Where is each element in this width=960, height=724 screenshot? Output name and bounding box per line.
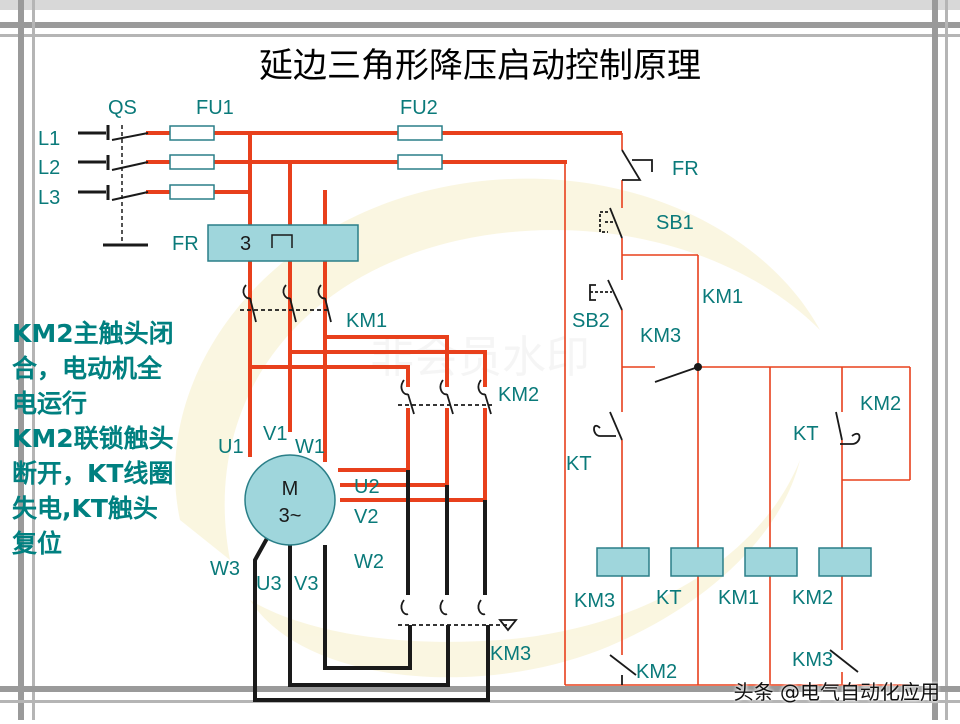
page-title: 延边三角形降压启动控制原理: [259, 46, 701, 86]
explanation-note: KM2主触头闭 合，电动机全 电运行 KM2联锁触头 断开，KT线圈 失电,KT…: [12, 316, 232, 561]
label-km1-aux: KM1: [702, 286, 743, 308]
source-credit: 头条 @电气自动化应用: [733, 680, 940, 704]
label-km2-main: KM2: [498, 384, 539, 406]
fuse-fu1-l1: [169, 125, 215, 141]
label-sb1: SB1: [656, 212, 694, 234]
fr-thermal-relay: [207, 224, 359, 262]
label-u2: U2: [354, 476, 380, 498]
power-circuit: [146, 131, 622, 502]
label-motor: M: [282, 478, 299, 500]
label-w3: W3: [210, 558, 240, 580]
qs-switch: [78, 125, 149, 247]
label-coil-kt: KT: [656, 587, 682, 609]
label-v2: V2: [354, 506, 378, 528]
label-coil-km3: KM3: [574, 590, 615, 612]
label-w2: W2: [354, 551, 384, 573]
label-v3: V3: [294, 573, 318, 595]
label-u3: U3: [256, 573, 282, 595]
note-line: 复位: [12, 529, 63, 558]
label-u1: U1: [218, 436, 244, 458]
coils: [596, 547, 872, 577]
label-coil-km2: KM2: [792, 587, 833, 609]
label-l3: L3: [38, 187, 60, 209]
coil-km2: [818, 547, 872, 577]
label-v1: V1: [263, 423, 287, 445]
junction-dot: [694, 363, 702, 371]
watermark-text: 非会员水印: [370, 333, 590, 382]
label-l1: L1: [38, 128, 60, 150]
label-qs: QS: [108, 97, 137, 119]
label-l2: L2: [38, 157, 60, 179]
label-fu1: FU1: [196, 97, 234, 119]
fuse-fu2-1: [397, 125, 443, 141]
note-line: 断开，KT线圈: [12, 459, 174, 488]
note-line: 电运行: [12, 389, 88, 418]
motor: [244, 454, 336, 546]
label-fr-contact: FR: [672, 158, 699, 180]
label-coil-km1: KM1: [718, 587, 759, 609]
km1-main-contacts: [240, 284, 332, 323]
km3-main-contacts: [398, 599, 518, 632]
fuse-fu1-l3: [169, 184, 215, 200]
motor-loop: [253, 470, 490, 702]
component-labels: QS FU1 FU2 L1 L2 L3 FR 3 FR SB1 SB2 KM1 …: [38, 97, 901, 683]
label-w1: W1: [295, 436, 325, 458]
label-motor-phase: 3~: [279, 505, 302, 527]
coil-kt: [670, 547, 724, 577]
note-line: KM2联锁触头: [12, 424, 174, 453]
label-km2-interlock: KM2: [636, 661, 677, 683]
note-line: KM2主触头闭: [12, 319, 174, 348]
control-contacts: [589, 149, 861, 685]
label-fr-coil: FR: [172, 233, 199, 255]
label-km1-main: KM1: [346, 310, 387, 332]
label-kt-delay: KT: [793, 423, 819, 445]
fuse-fu2-2: [397, 154, 443, 170]
label-km3-interlock: KM3: [792, 649, 833, 671]
label-km2-aux: KM2: [860, 393, 901, 415]
note-line: 合，电动机全: [12, 354, 163, 383]
note-line: 失电,KT触头: [12, 494, 158, 523]
fuses: [169, 125, 443, 200]
label-kt-contact: KT: [566, 453, 592, 475]
km2-main-contacts: [398, 379, 492, 415]
label-km3-aux: KM3: [640, 325, 681, 347]
control-circuit: [564, 133, 911, 686]
label-km3-main: KM3: [490, 643, 531, 665]
label-fr-num: 3: [240, 233, 251, 255]
coil-km3: [596, 547, 650, 577]
label-fu2: FU2: [400, 97, 438, 119]
coil-km1: [744, 547, 798, 577]
label-sb2: SB2: [572, 310, 610, 332]
fuse-fu1-l2: [169, 154, 215, 170]
